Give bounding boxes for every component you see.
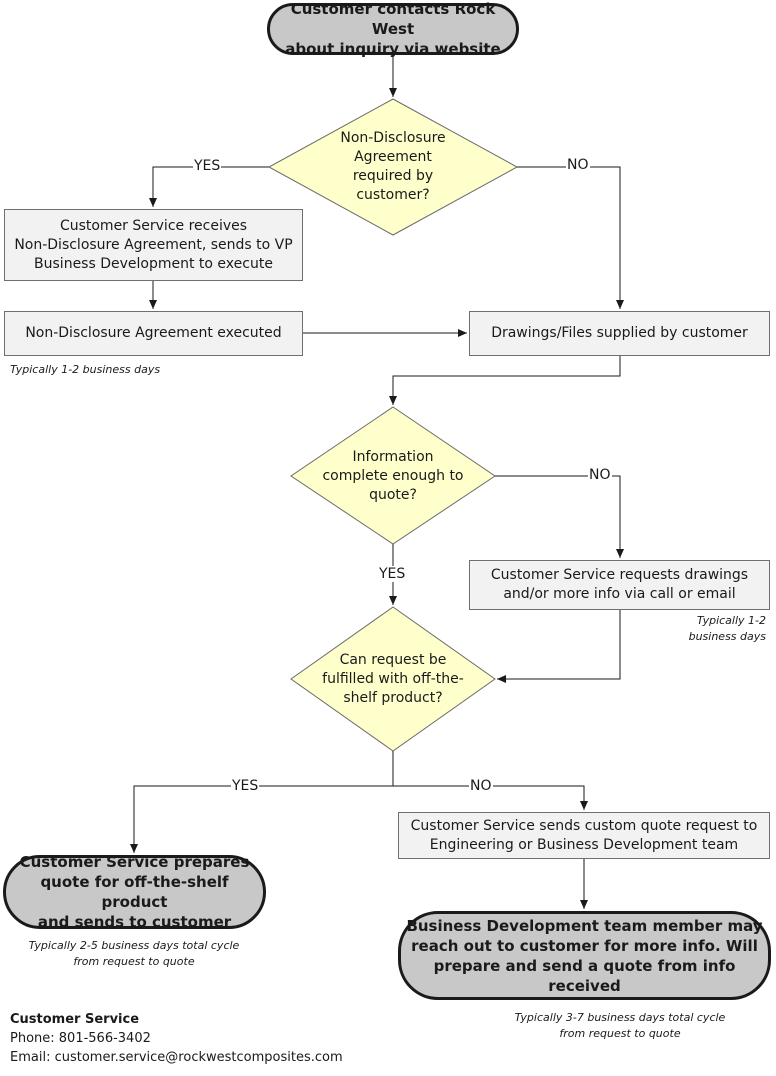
arrow-nda-no [517,166,624,309]
info-no-label: NO [588,467,612,483]
offshelf-no-label: NO [469,778,493,794]
offshelf-yes-label: YES [231,778,260,794]
contact-email: Email: customer.service@rockwestcomposit… [10,1050,343,1065]
drawings-supplied-box: Drawings/Files supplied by customer [469,311,770,356]
arrow-drawings-to-info [389,356,621,405]
nda-time-note: Typically 1-2 business days [10,363,161,376]
bd-reach-out-terminal: Business Development team member may rea… [398,911,771,1000]
request-time-note: Typically 1-2 business days [688,614,766,643]
nda-no-label: NO [566,157,590,173]
nda-executed-box: Non-Disclosure Agreement executed [4,311,303,356]
arrow-offshelf-yes [130,785,393,853]
offshelf-decision-text: Can request be fulfilled with off-the- s… [322,651,464,706]
nda-yes-label: YES [193,158,222,174]
arrow-request-to-offshelf [497,610,621,683]
start-terminal: Customer contacts Rock West about inquir… [267,0,519,58]
contact-block: Customer Service Phone: 801-566-3402 Ema… [10,1010,343,1067]
custom-quote-request-box: Customer Service sends custom quote requ… [398,812,770,859]
arrow-offshelf-no [393,785,588,810]
prepare-quote-terminal: Customer Service prepares quote for off-… [3,853,266,931]
cs-requests-info-box: Customer Service requests drawings and/o… [469,560,770,610]
offshelf-cycle-note: Typically 2-5 business days total cycle … [28,939,240,968]
info-decision-text: Information complete enough to quote? [322,448,464,503]
nda-decision-text: Non-Disclosure Agreement required by cus… [340,130,446,203]
custom-cycle-note: Typically 3-7 business days total cycle … [514,1011,726,1040]
contact-phone: Phone: 801-566-3402 [10,1031,151,1046]
cs-receives-nda-box: Customer Service receives Non-Disclosure… [4,209,303,281]
arrow-nda-yes [149,166,269,207]
contact-title: Customer Service [10,1012,140,1027]
info-yes-label: YES [378,566,407,582]
nda-decision-shape [267,98,519,236]
arrow-info-no [495,475,624,558]
